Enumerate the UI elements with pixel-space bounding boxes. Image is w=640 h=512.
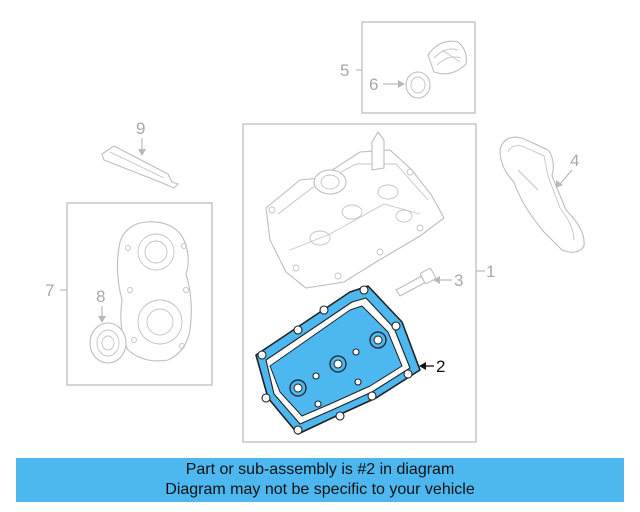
callout-6[interactable]: 6	[369, 75, 378, 94]
arrow-2-icon	[419, 362, 434, 370]
valve-cover-gasket-icon	[255, 285, 421, 435]
callout-4[interactable]: 4	[570, 151, 579, 170]
timing-cover-strip-icon	[101, 145, 180, 189]
info-banner: Part or sub-assembly is #2 in diagram Di…	[16, 458, 624, 502]
bolt-icon	[395, 268, 436, 297]
crankshaft-seal-icon	[89, 322, 127, 364]
callout-9[interactable]: 9	[136, 119, 145, 138]
timing-cover-icon	[116, 221, 192, 362]
oil-seal-ring-icon	[405, 71, 431, 99]
callout-7[interactable]: 7	[45, 281, 54, 300]
group-box-timing-cover	[66, 202, 213, 386]
callout-5[interactable]: 5	[340, 61, 349, 80]
callout-1[interactable]: 1	[486, 262, 495, 281]
group-box-valve-cover	[242, 123, 477, 443]
banner-line-2: Diagram may not be specific to your vehi…	[165, 481, 475, 498]
oil-filler-cap-icon	[427, 40, 467, 75]
callout-2[interactable]: 2	[436, 357, 445, 376]
valve-cover-icon	[265, 131, 445, 289]
parts-diagram: 5 6 9 7 8	[45, 21, 585, 443]
callout-3[interactable]: 3	[454, 271, 463, 290]
group-box-oil-cap	[361, 21, 476, 114]
arrow-6-icon	[383, 80, 405, 88]
banner-line-1: Part or sub-assembly is #2 in diagram	[185, 461, 455, 478]
callout-8[interactable]: 8	[96, 287, 105, 306]
side-cover-icon	[499, 136, 585, 253]
